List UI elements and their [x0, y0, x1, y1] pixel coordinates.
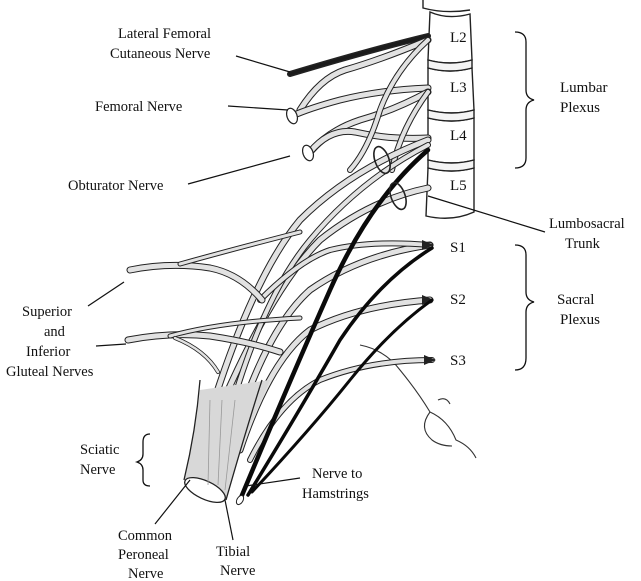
sciatic-label-line1: Sciatic [80, 442, 119, 458]
sciatic-brace [134, 433, 151, 487]
gluteal-label-line2: and [44, 324, 66, 340]
gluteal-label-line4: Gluteal Nerves [6, 364, 94, 380]
disc-l2-l3 [427, 59, 473, 72]
hamstrings-label-line1: Nerve to [312, 466, 362, 482]
sciatic-label-line2: Nerve [80, 462, 115, 478]
root-labels: L2 L3 L4 L5 S1 S2 S3 [450, 30, 467, 369]
sacral-plexus-brace [514, 244, 535, 371]
root-label-l5: L5 [450, 178, 467, 194]
lumbosacral-trunk-label-line1: Lumbosacral [549, 216, 625, 232]
sciatic-nerve-trunk [183, 379, 270, 504]
gluteal-label-line1: Superior [22, 304, 72, 320]
group-labels: Lumbar Plexus Sacral Plexus [557, 80, 607, 328]
root-label-s3: S3 [450, 353, 466, 369]
root-label-l3: L3 [450, 80, 467, 96]
lumbar-plexus-fibers [285, 33, 432, 173]
obturator-nerve-label: Obturator Nerve [68, 178, 163, 194]
sacral-plexus-label-line2: Plexus [560, 312, 600, 328]
tibial-label-line1: Tibial [216, 544, 250, 560]
gluteal-label-line3: Inferior [26, 344, 70, 360]
vertebral-column [422, 0, 475, 219]
nerve-to-hamstrings [235, 147, 434, 506]
root-label-s2: S2 [450, 292, 466, 308]
disc-l3-l4 [427, 109, 475, 122]
root-label-l4: L4 [450, 128, 467, 144]
lumbosacral-trunk-label-line2: Trunk [565, 236, 601, 252]
lateral-femoral-cutaneous-label-line2: Cutaneous Nerve [110, 46, 210, 62]
lateral-femoral-cutaneous-label-line1: Lateral Femoral [118, 26, 211, 42]
common-peroneal-label-line3: Nerve [128, 566, 163, 581]
tibial-label-line2: Nerve [220, 563, 255, 579]
sacral-plexus-label-line1: Sacral [557, 292, 594, 308]
root-label-l2: L2 [450, 30, 467, 46]
hamstrings-label-line2: Hamstrings [302, 486, 369, 502]
common-peroneal-label-line2: Peroneal [118, 547, 169, 563]
root-label-s1: S1 [450, 240, 466, 256]
gluteal-nerves [124, 229, 303, 374]
lumbar-plexus-label-line1: Lumbar [560, 80, 607, 96]
femoral-nerve-label: Femoral Nerve [95, 99, 182, 115]
braces [134, 31, 535, 487]
common-peroneal-label-line1: Common [118, 528, 173, 544]
sciatic-cut-end [184, 476, 226, 504]
lumbar-plexus-brace [514, 31, 535, 169]
nerve-labels: Lateral Femoral Cutaneous Nerve Femoral … [6, 26, 625, 581]
disc-l4-l5 [427, 159, 475, 172]
lumbar-plexus-label-line2: Plexus [560, 100, 600, 116]
lumbosacral-loops [373, 145, 407, 211]
vertebra-top-edge [422, 0, 471, 13]
